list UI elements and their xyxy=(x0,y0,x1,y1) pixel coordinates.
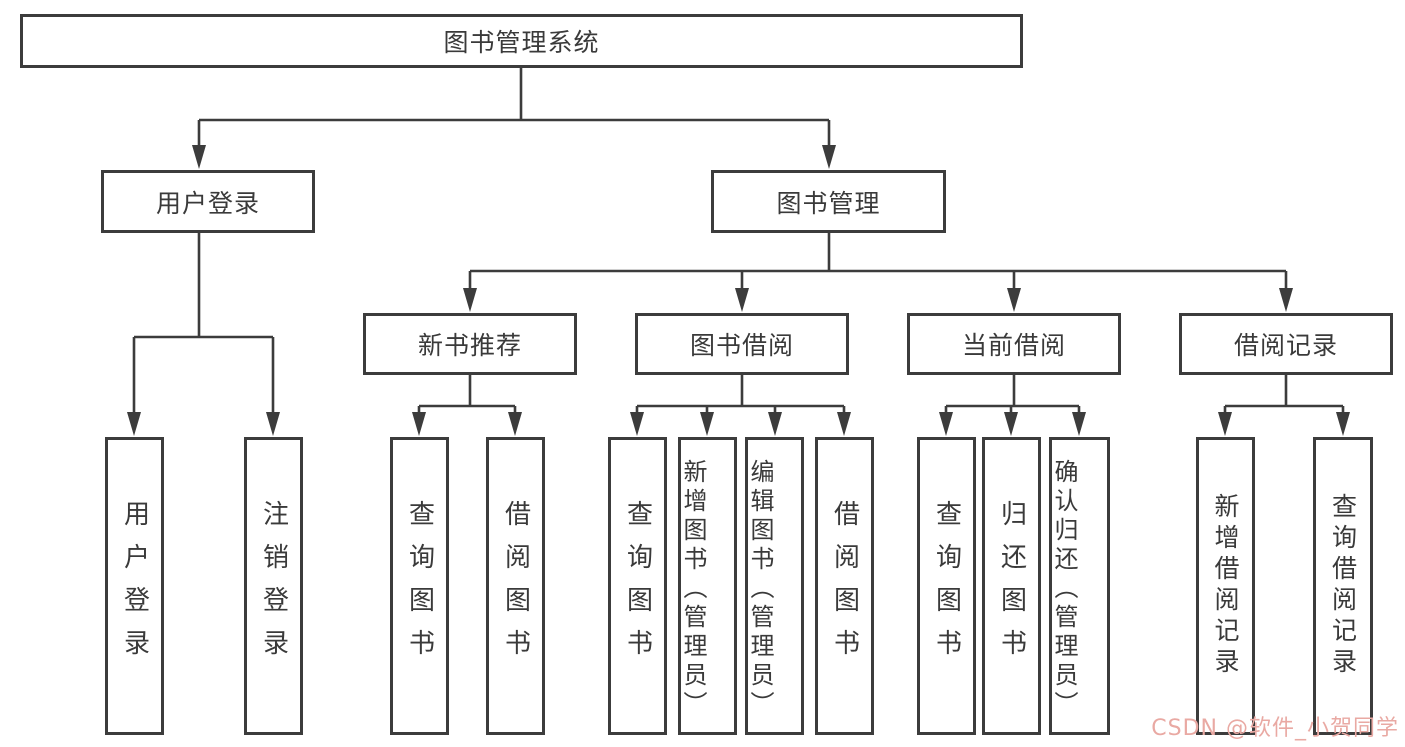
node-label: 查询图书 xyxy=(931,500,962,672)
node-leaf-add-borrow-record: 新增借阅记录 xyxy=(1196,437,1255,735)
node-label: 编辑图书（管理员） xyxy=(746,458,774,720)
node-label: 新增借阅记录 xyxy=(1211,493,1240,679)
node-label: 查询图书 xyxy=(622,500,653,672)
node-leaf-query-books-recommend: 查询图书 xyxy=(390,437,449,735)
node-leaf-query-books-current: 查询图书 xyxy=(917,437,976,735)
node-book-management: 图书管理 xyxy=(711,170,946,233)
node-label: 查询借阅记录 xyxy=(1328,493,1358,679)
node-leaf-add-book-admin: 新增图书（管理员） xyxy=(678,437,737,735)
node-root: 图书管理系统 xyxy=(20,14,1023,68)
node-label: 确认归还（管理员） xyxy=(1050,458,1078,720)
node-label: 图书管理系统 xyxy=(443,28,600,57)
node-book-borrowing: 图书借阅 xyxy=(635,313,849,375)
node-leaf-edit-book-admin: 编辑图书（管理员） xyxy=(745,437,804,735)
node-leaf-query-books-borrowing: 查询图书 xyxy=(608,437,667,735)
node-user-login: 用户登录 xyxy=(101,170,315,233)
node-label: 借阅图书 xyxy=(500,500,531,672)
node-new-book-recommendation: 新书推荐 xyxy=(363,313,577,375)
watermark-text: CSDN @软件_小贺同学 xyxy=(1151,716,1399,741)
node-label: 图书借阅 xyxy=(689,331,794,360)
node-leaf-logout: 注销登录 xyxy=(244,437,303,735)
node-leaf-query-borrow-record: 查询借阅记录 xyxy=(1313,437,1373,735)
node-leaf-confirm-return-admin: 确认归还（管理员） xyxy=(1049,437,1110,735)
node-label: 用户登录 xyxy=(155,188,260,218)
node-leaf-user-login: 用户登录 xyxy=(105,437,164,735)
node-label: 用户登录 xyxy=(119,500,150,672)
node-label: 查询图书 xyxy=(404,500,435,672)
node-leaf-borrow-books-recommend: 借阅图书 xyxy=(486,437,545,735)
node-leaf-borrow-books-borrowing: 借阅图书 xyxy=(815,437,874,735)
node-leaf-return-book: 归还图书 xyxy=(982,437,1041,735)
node-label: 注销登录 xyxy=(258,500,289,672)
node-label: 借阅图书 xyxy=(829,500,860,672)
arrowheads xyxy=(127,145,1350,436)
node-borrowing-records: 借阅记录 xyxy=(1179,313,1393,375)
node-label: 归还图书 xyxy=(996,500,1027,672)
node-label: 图书管理 xyxy=(776,188,881,218)
node-current-borrowing: 当前借阅 xyxy=(907,313,1121,375)
node-label: 借阅记录 xyxy=(1233,331,1338,360)
node-label: 新增图书（管理员） xyxy=(679,458,707,720)
node-label: 新书推荐 xyxy=(417,331,522,360)
node-label: 当前借阅 xyxy=(961,331,1066,360)
